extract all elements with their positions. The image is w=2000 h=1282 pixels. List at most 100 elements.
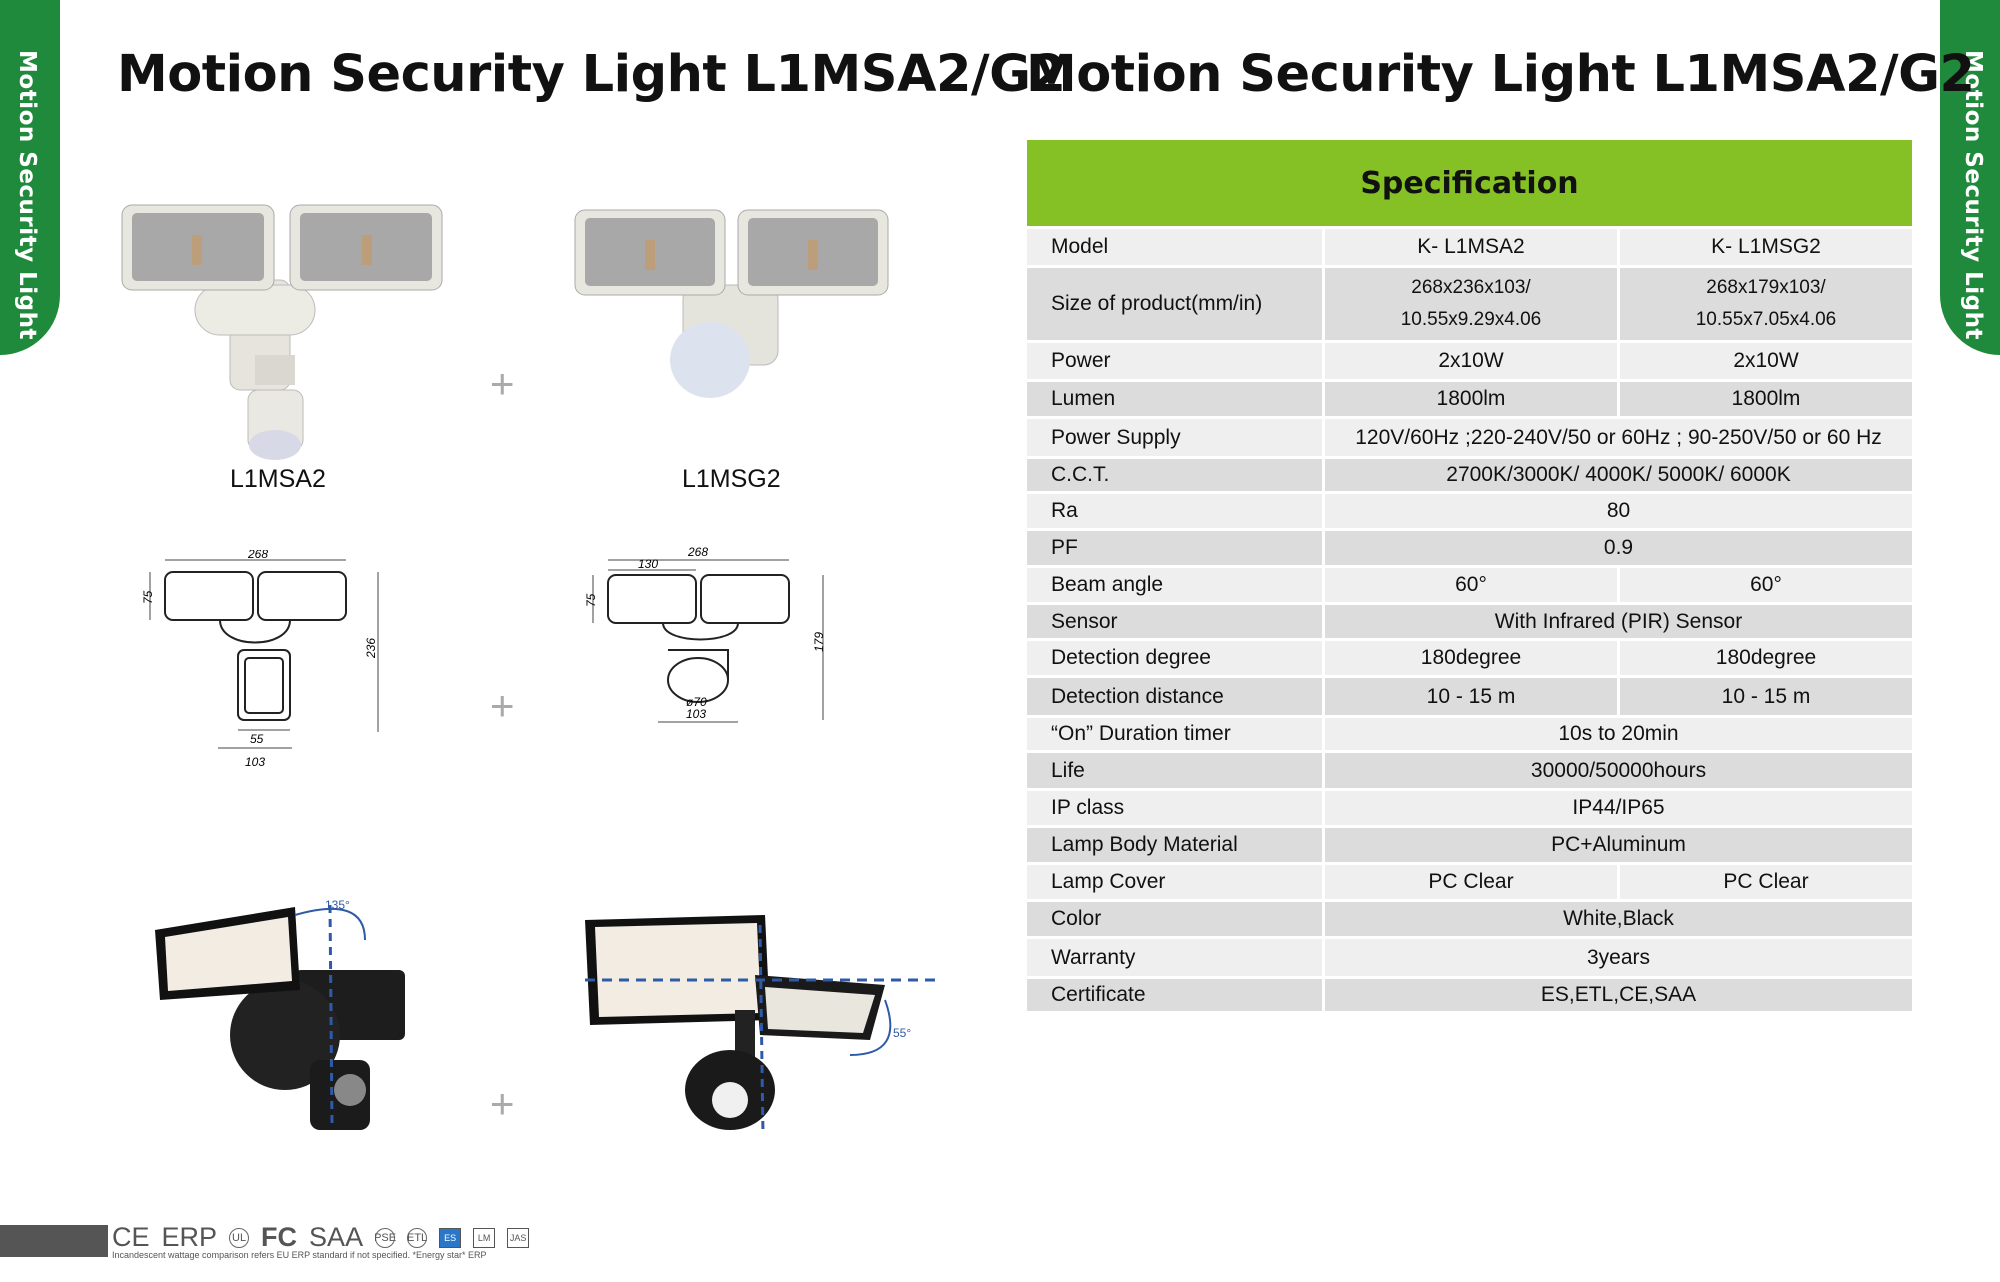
spec-value-b: 10 - 15 m (1617, 678, 1912, 715)
spec-label: Size of product(mm/in) (1051, 292, 1263, 315)
spec-value-a: PC Clear (1322, 865, 1617, 899)
product-photo-l1msg2 (574, 209, 889, 398)
dim-head: 75 (141, 590, 155, 604)
plus-sign: + (490, 682, 515, 729)
spec-value-line: 10.55x7.05x4.06 (1695, 309, 1837, 330)
spec-value-b: K- L1MSG2 (1617, 229, 1912, 265)
certification-logos: CE ERP UL FC SAA PSE ETL ES LM JAS (112, 1222, 530, 1253)
lm-icon: LM (473, 1227, 496, 1248)
rotation-photo-l1msg2: 55° (585, 915, 935, 1136)
spec-value-b: 2x10W (1617, 343, 1912, 379)
erp-logo: ERP (161, 1222, 218, 1252)
side-tab-label: Motion Security Light (14, 50, 40, 341)
saa-logo: SAA (309, 1222, 364, 1252)
spec-label: Lumen (1051, 387, 1116, 410)
dim-half: 130 (638, 557, 658, 571)
spec-label: Lamp Body Material (1051, 833, 1238, 856)
spec-row: Life 30000/50000hours (1027, 750, 1912, 788)
spec-value: 2700K/3000K/ 4000K/ 5000K/ 6000K (1322, 459, 1912, 491)
spec-value-b: 268x179x103/10.55x7.05x4.06 (1617, 268, 1912, 340)
spec-label: Detection distance (1051, 684, 1224, 708)
spec-value: 0.9 (1322, 531, 1912, 565)
dim-base-outer: 103 (245, 755, 265, 769)
dim-sensor: ø70 (686, 695, 707, 709)
spec-value-b: PC Clear (1617, 865, 1912, 899)
spec-value-a: K- L1MSA2 (1322, 229, 1617, 265)
energy-star-icon: ES (439, 1227, 462, 1248)
dim-width: 268 (247, 550, 268, 561)
page-title-right: Motion Security Light L1MSA2/G2 (1026, 45, 1975, 104)
model-label-l1msa2: L1MSA2 (230, 465, 326, 493)
angle-label: 55° (893, 1026, 911, 1040)
spec-label: Power (1051, 349, 1111, 372)
spec-value: With Infrared (PIR) Sensor (1322, 605, 1912, 638)
dimension-drawing-l1msa2: 268 236 75 55 103 (141, 550, 379, 769)
spec-value: 10s to 20min (1322, 718, 1912, 750)
spec-row: C.C.T. 2700K/3000K/ 4000K/ 5000K/ 6000K (1027, 456, 1912, 491)
footer-bar (0, 1225, 108, 1257)
spec-row: IP class IP44/IP65 (1027, 788, 1912, 825)
spec-value-a: 180degree (1322, 641, 1617, 675)
spec-row: Beam angle 60°60° (1027, 565, 1912, 602)
ul-icon: UL (229, 1227, 250, 1248)
spec-value: 3years (1322, 939, 1912, 976)
spec-label: Beam angle (1051, 573, 1164, 596)
spec-label: PF (1051, 536, 1078, 559)
spec-value: White,Black (1322, 902, 1912, 936)
spec-label: “On” Duration timer (1051, 722, 1231, 745)
spec-value-b: 180degree (1617, 641, 1912, 675)
spec-label: C.C.T. (1051, 463, 1110, 486)
dim-base: 103 (686, 707, 706, 721)
etl-icon: ETL (407, 1227, 427, 1248)
spec-label: Life (1051, 758, 1085, 782)
spec-value-a: 1800lm (1322, 382, 1617, 416)
spec-row: PF 0.9 (1027, 528, 1912, 565)
spec-label: Lamp Cover (1051, 870, 1166, 893)
dimension-drawing-l1msg2: 268 130 179 75 ø70 103 (584, 545, 826, 723)
spec-value: IP44/IP65 (1322, 791, 1912, 825)
model-label-l1msg2: L1MSG2 (682, 465, 781, 493)
dim-height: 236 (364, 638, 378, 659)
ce-logo: CE (112, 1222, 150, 1252)
spec-label: Power Supply (1051, 425, 1181, 449)
dim-base-inner: 55 (250, 732, 264, 746)
angle-label: 135° (325, 898, 350, 912)
spec-value-b: 60° (1617, 568, 1912, 602)
spec-label: Model (1051, 235, 1109, 258)
spec-header: Specification (1027, 140, 1912, 226)
dim-width: 268 (687, 545, 708, 559)
rotation-photo-l1msa2: 135° (155, 898, 405, 1130)
side-tab-label: Motion Security Light (1960, 50, 1986, 341)
spec-value: 30000/50000hours (1322, 753, 1912, 788)
plus-sign: + (490, 360, 515, 407)
spec-label: Certificate (1051, 983, 1146, 1006)
spec-value-a: 268x236x103/10.55x9.29x4.06 (1322, 268, 1617, 340)
dim-head: 75 (584, 593, 598, 607)
spec-value-a: 10 - 15 m (1322, 678, 1617, 715)
side-tab-left: Motion Security Light (0, 0, 60, 355)
spec-value-a: 2x10W (1322, 343, 1617, 379)
spec-value-a: 60° (1322, 568, 1617, 602)
product-photo-l1msa2 (121, 204, 443, 460)
spec-value-line: 10.55x9.29x4.06 (1400, 309, 1542, 330)
fc-logo: FC (261, 1222, 298, 1252)
dim-height: 179 (812, 632, 826, 652)
footer-note: Incandescent wattage comparison refers E… (112, 1250, 487, 1260)
spec-label: Ra (1051, 499, 1078, 522)
spec-value-line: 268x179x103/ (1706, 277, 1826, 298)
spec-value-b: 1800lm (1617, 382, 1912, 416)
spec-row: “On” Duration timer 10s to 20min (1027, 715, 1912, 750)
page-title-left: Motion Security Light L1MSA2/G2 (117, 45, 1066, 104)
side-tab-right: Motion Security Light (1940, 0, 2000, 355)
spec-label: IP class (1051, 796, 1125, 819)
